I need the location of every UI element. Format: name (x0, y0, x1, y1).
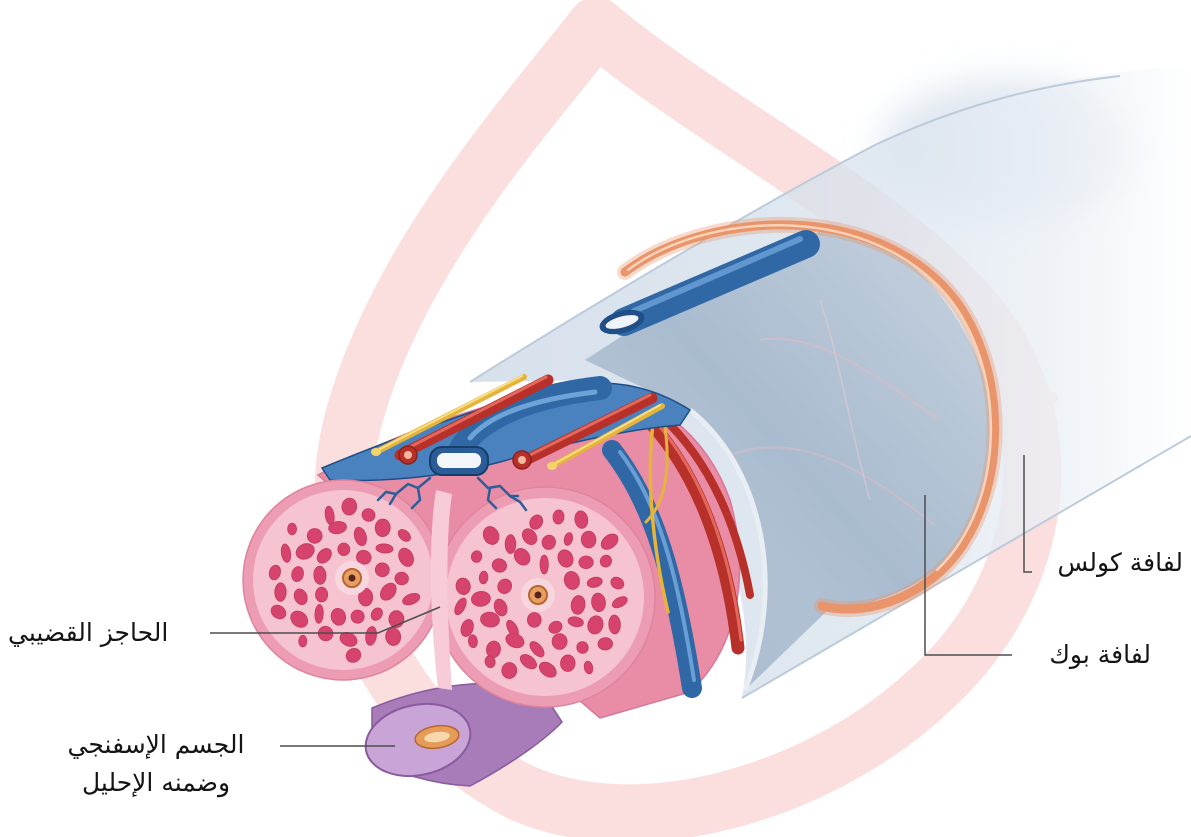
sinusoid (527, 613, 541, 628)
label-penile-septum: الحاجز القضيبي (8, 618, 168, 648)
dorsal-nerve-end (547, 462, 557, 470)
sinusoid (598, 637, 613, 650)
sinusoid (275, 583, 287, 602)
dorsal-artery-lumen (404, 451, 412, 459)
label-corpus-spongiosum: الجسم الإسفنجي وضمنه الإحليل (45, 726, 267, 802)
corpora-cavernosa (243, 478, 655, 707)
sinusoid (288, 523, 297, 535)
cavernosal-artery-lumen (349, 575, 356, 582)
label-corpus-spongiosum-line1: الجسم الإسفنجي (45, 726, 267, 764)
sinusoid (552, 633, 567, 649)
deep-dorsal-vein-lumen (437, 453, 481, 468)
sinusoid (299, 635, 307, 647)
sinusoid (375, 519, 391, 537)
sinusoid (338, 543, 350, 556)
dorsal-artery-lumen (518, 456, 526, 464)
sinusoid (540, 555, 548, 574)
label-corpus-spongiosum-line2: وضمنه الإحليل (45, 764, 267, 802)
sinusoid (505, 535, 516, 554)
label-colles-fascia: لفافة كولس (1058, 548, 1184, 578)
cavernosal-artery-lumen (535, 592, 542, 599)
dorsal-nerve-end (371, 448, 381, 456)
sinusoid (316, 587, 328, 602)
label-bucks-fascia: لفافة بوك (1049, 640, 1151, 670)
sinusoid (579, 556, 594, 569)
